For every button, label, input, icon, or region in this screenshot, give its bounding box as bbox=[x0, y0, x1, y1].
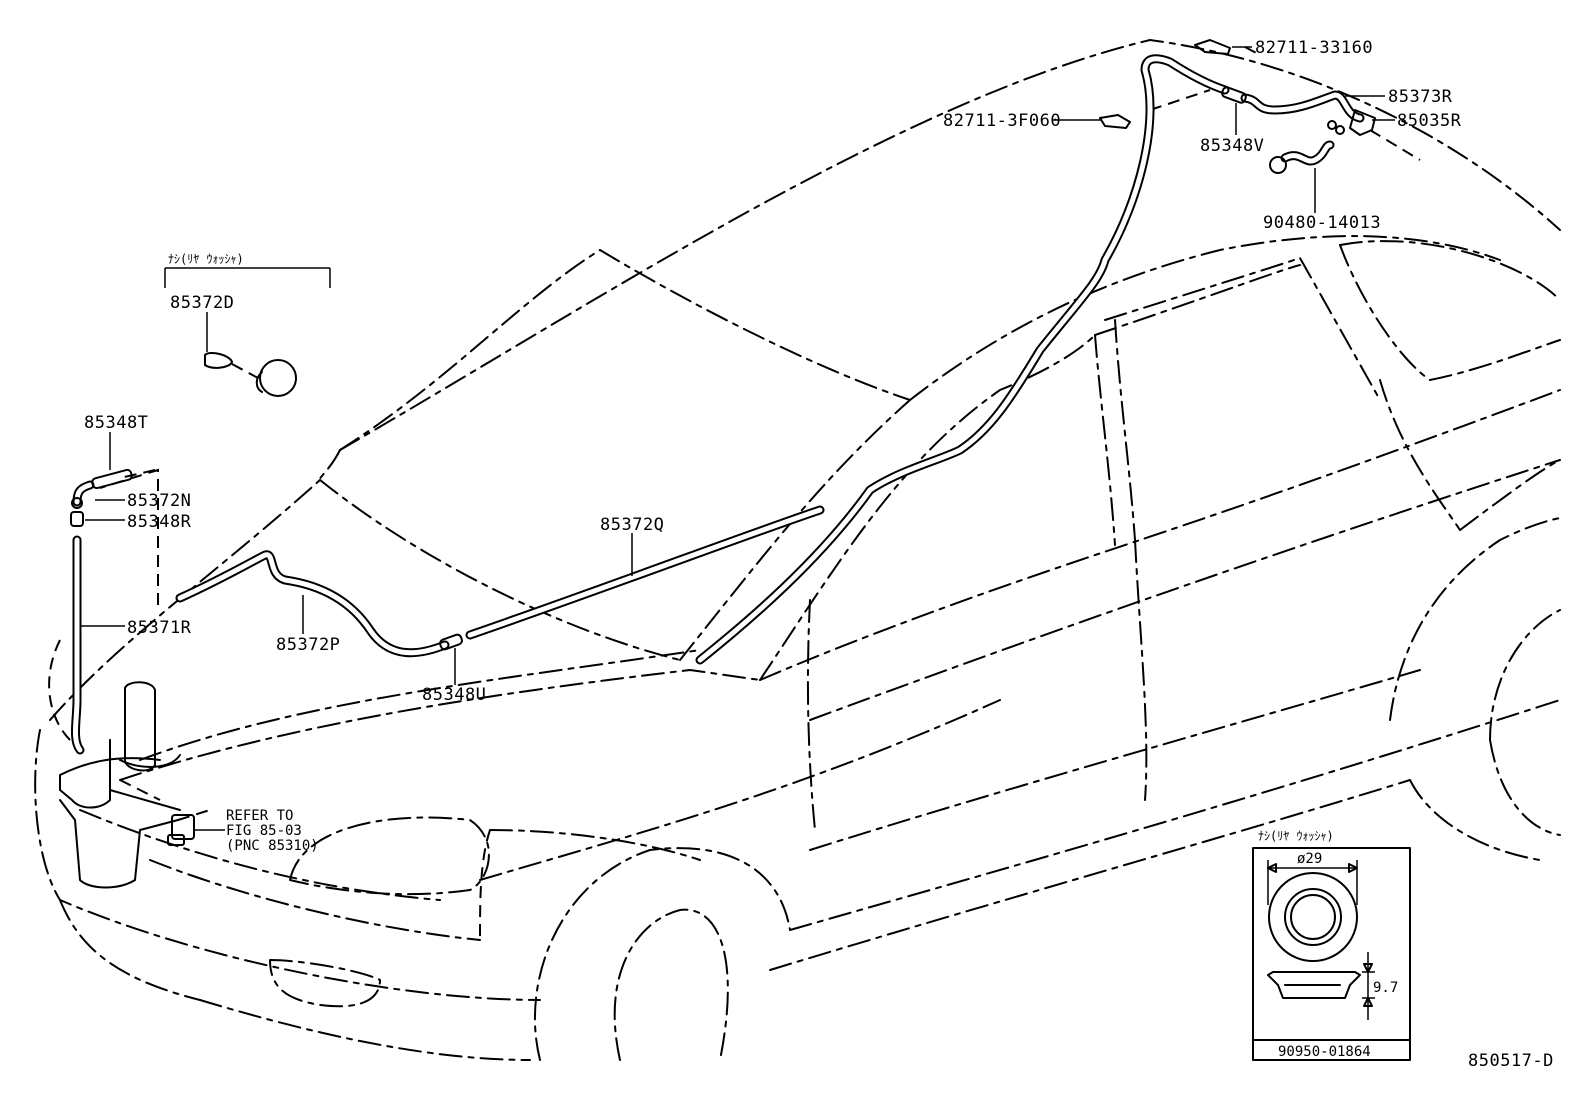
label-85348U: 85348U bbox=[422, 685, 486, 705]
clamp-82711-33160 bbox=[1194, 39, 1231, 55]
grommet-top-view bbox=[1268, 872, 1358, 962]
label-85372P: 85372P bbox=[276, 635, 340, 655]
part-labels: 82711-33160 85373R 85035R 82711-3F060 85… bbox=[84, 38, 1462, 854]
detail-height: 9.7 bbox=[1373, 980, 1398, 996]
label-85372Q: 85372Q bbox=[600, 515, 664, 535]
connector-85348T bbox=[91, 468, 133, 490]
label-85372N: 85372N bbox=[127, 491, 191, 511]
detail-header: ﾅｼ(ﾘﾔ ｳｫｯｼｬ) bbox=[1258, 829, 1334, 843]
nozzle-85035R bbox=[1349, 109, 1376, 136]
label-85035R: 85035R bbox=[1397, 111, 1462, 131]
car-body-outline bbox=[34, 39, 1561, 1061]
joint-85348V bbox=[1221, 86, 1247, 104]
label-85348T: 85348T bbox=[84, 413, 148, 433]
leader-lines bbox=[80, 46, 1395, 831]
label-refer-line3: (PNC 85310) bbox=[226, 838, 319, 854]
label-85348R: 85348R bbox=[127, 512, 192, 532]
label-85348V: 85348V bbox=[1200, 136, 1264, 156]
grommet-side-view bbox=[1267, 971, 1361, 999]
label-85372D: 85372D bbox=[170, 293, 234, 313]
joint-85348R bbox=[70, 511, 84, 527]
label-bracket-note: ﾅｼ(ﾘﾔ ｳｫｯｼｬ) bbox=[168, 252, 244, 266]
label-90480-14013: 90480-14013 bbox=[1263, 213, 1381, 233]
grommet-90480 bbox=[1269, 156, 1287, 174]
washer-tank bbox=[59, 681, 181, 889]
joint-85348U bbox=[439, 633, 463, 651]
label-82711-3F060: 82711-3F060 bbox=[943, 111, 1061, 131]
figure-code: 850517-D bbox=[1468, 1051, 1554, 1071]
grommet-85372D bbox=[259, 359, 297, 397]
nozzle-85372D bbox=[204, 352, 233, 369]
washer-pump bbox=[167, 814, 195, 846]
clamp-82711-3F060 bbox=[1099, 114, 1131, 129]
small-parts bbox=[59, 39, 1376, 889]
label-85371R: 85371R bbox=[127, 618, 192, 638]
label-85373R: 85373R bbox=[1388, 87, 1453, 107]
detail-part-number: 90950-01864 bbox=[1278, 1044, 1371, 1060]
detail-box: ﾅｼ(ﾘﾔ ｳｫｯｼｬ) ø29 9.7 90950-01864 bbox=[1252, 829, 1411, 1061]
label-refer-line2: FIG 85-03 bbox=[226, 823, 302, 839]
washer-hoses bbox=[71, 54, 1365, 755]
label-refer-line1: REFER TO bbox=[226, 808, 293, 824]
label-82711-33160: 82711-33160 bbox=[1255, 38, 1373, 58]
detail-diameter: ø29 bbox=[1297, 851, 1322, 867]
